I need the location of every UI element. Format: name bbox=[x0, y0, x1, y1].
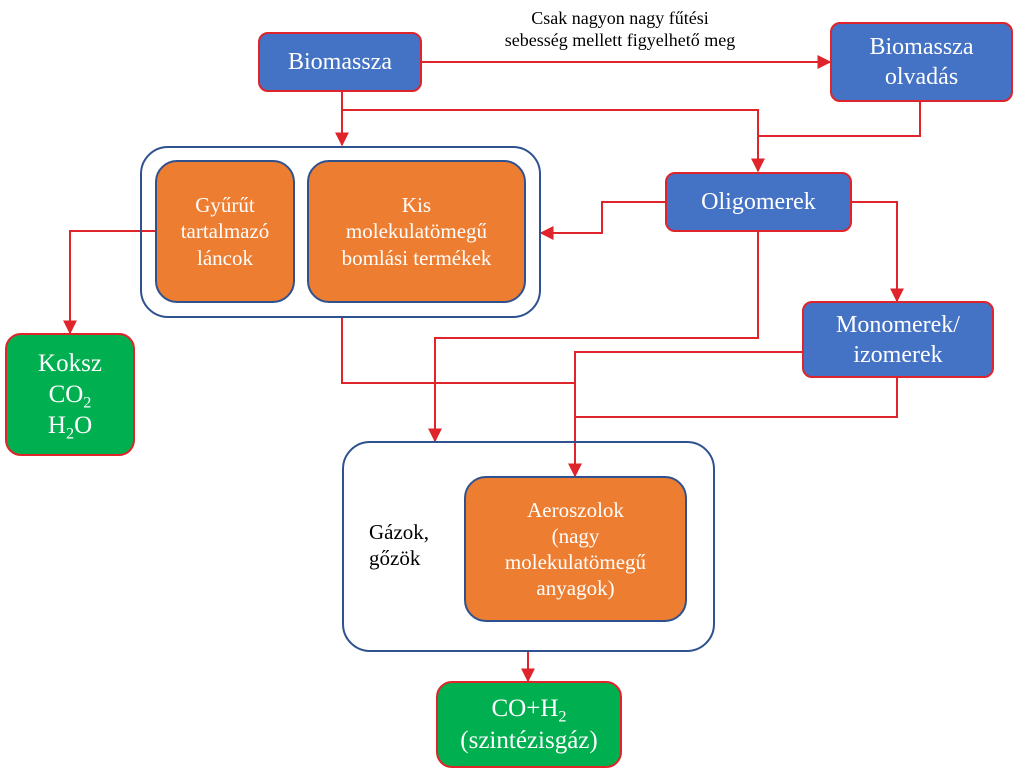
node-olvadas-line-1: Biomassza bbox=[869, 34, 974, 60]
frame-gases-vapors bbox=[342, 441, 715, 652]
node-aeroszolok-line-1: Aeroszolok bbox=[527, 497, 624, 522]
node-gyurut-line-3: láncok bbox=[197, 245, 253, 270]
arrow-biomassza-to-oligomerek bbox=[342, 109, 765, 173]
node-kis-line-3: bomlási termékek bbox=[341, 245, 492, 270]
h2o-h: H bbox=[47, 412, 66, 440]
label-gazok-line-1: Gázok, bbox=[369, 520, 430, 544]
node-gyurut-line-2: tartalmazó bbox=[180, 219, 270, 244]
co2-main: CO bbox=[48, 380, 84, 408]
frame-solid-products bbox=[140, 146, 541, 318]
arrow-oligomerek-to-monomerek bbox=[852, 201, 904, 303]
node-oligomerek-label: Oligomerek bbox=[701, 189, 816, 215]
node-monomerek-izomerek: Monomerek/ izomerek bbox=[802, 301, 994, 378]
arrow-olvadas-to-oligomerek bbox=[758, 102, 921, 137]
node-oligomerek: Oligomerek bbox=[665, 172, 852, 232]
co2-subscript: 2 bbox=[83, 393, 92, 412]
node-kis-line-1: Kis bbox=[401, 193, 432, 218]
node-kis-molekulatomegu: Kis molekulatömegű bomlási termékek bbox=[307, 160, 526, 303]
co-h2-subscript: 2 bbox=[558, 707, 567, 726]
node-olvadas-line-2: olvadás bbox=[884, 64, 959, 90]
label-gazok-line-2: gőzök bbox=[369, 546, 421, 571]
node-szintezisgaz: CO+H2 (szintézisgáz) bbox=[436, 681, 622, 768]
node-monomerek-line-2: izomerek bbox=[853, 341, 943, 368]
arrow-oligomerek-to-gazok bbox=[428, 232, 759, 443]
node-aeroszolok: Aeroszolok (nagy molekulatömegű anyagok) bbox=[464, 476, 687, 622]
node-aeroszolok-line-4: anyagok) bbox=[536, 576, 615, 601]
note-line-2: sebesség mellett figyelhető meg bbox=[504, 29, 736, 50]
node-biomassza-label: Biomassza bbox=[288, 49, 392, 75]
co-h2-main: CO+H bbox=[491, 695, 559, 723]
node-koksz-h2o: H2O bbox=[47, 410, 93, 443]
label-gazok-gozok: Gázok, gőzök bbox=[369, 519, 429, 572]
h2o-subscript: 2 bbox=[65, 424, 75, 443]
node-szintezis-co-h2: CO+H2 bbox=[491, 693, 567, 726]
h2o-o: O bbox=[74, 412, 93, 440]
arrow-frame-to-aeroszolok bbox=[341, 318, 575, 384]
arrow-monomerek-to-aeroszolok bbox=[568, 351, 802, 478]
arrow-gyurut-to-koksz bbox=[63, 230, 155, 335]
note-line-1: Csak nagyon nagy fűtési bbox=[531, 8, 709, 28]
node-kis-line-2: molekulatömegű bbox=[345, 219, 488, 244]
node-koksz-co2: CO2 bbox=[48, 379, 92, 412]
node-monomerek-line-1: Monomerek/ bbox=[836, 311, 960, 338]
node-biomassza-olvadas: Biomassza olvadás bbox=[830, 22, 1013, 102]
arrow-monomerek-to-aeroszolok-lower bbox=[575, 378, 898, 418]
node-aeroszolok-line-2: (nagy bbox=[551, 523, 600, 548]
node-gyurut-line-1: Gyűrűt bbox=[195, 193, 255, 218]
node-szintezis-line-2: (szintézisgáz) bbox=[460, 726, 598, 754]
node-koksz: Koksz CO2 H2O bbox=[5, 333, 135, 456]
node-koksz-line-1: Koksz bbox=[38, 349, 102, 377]
condition-note: Csak nagyon nagy fűtési sebesség mellett… bbox=[450, 8, 790, 51]
node-biomassza: Biomassza bbox=[258, 32, 422, 92]
arrow-oligomerek-to-kis bbox=[539, 201, 665, 240]
node-aeroszolok-line-3: molekulatömegű bbox=[504, 550, 647, 574]
node-gyurut-tartalmazo-lancok: Gyűrűt tartalmazó láncok bbox=[155, 160, 295, 303]
